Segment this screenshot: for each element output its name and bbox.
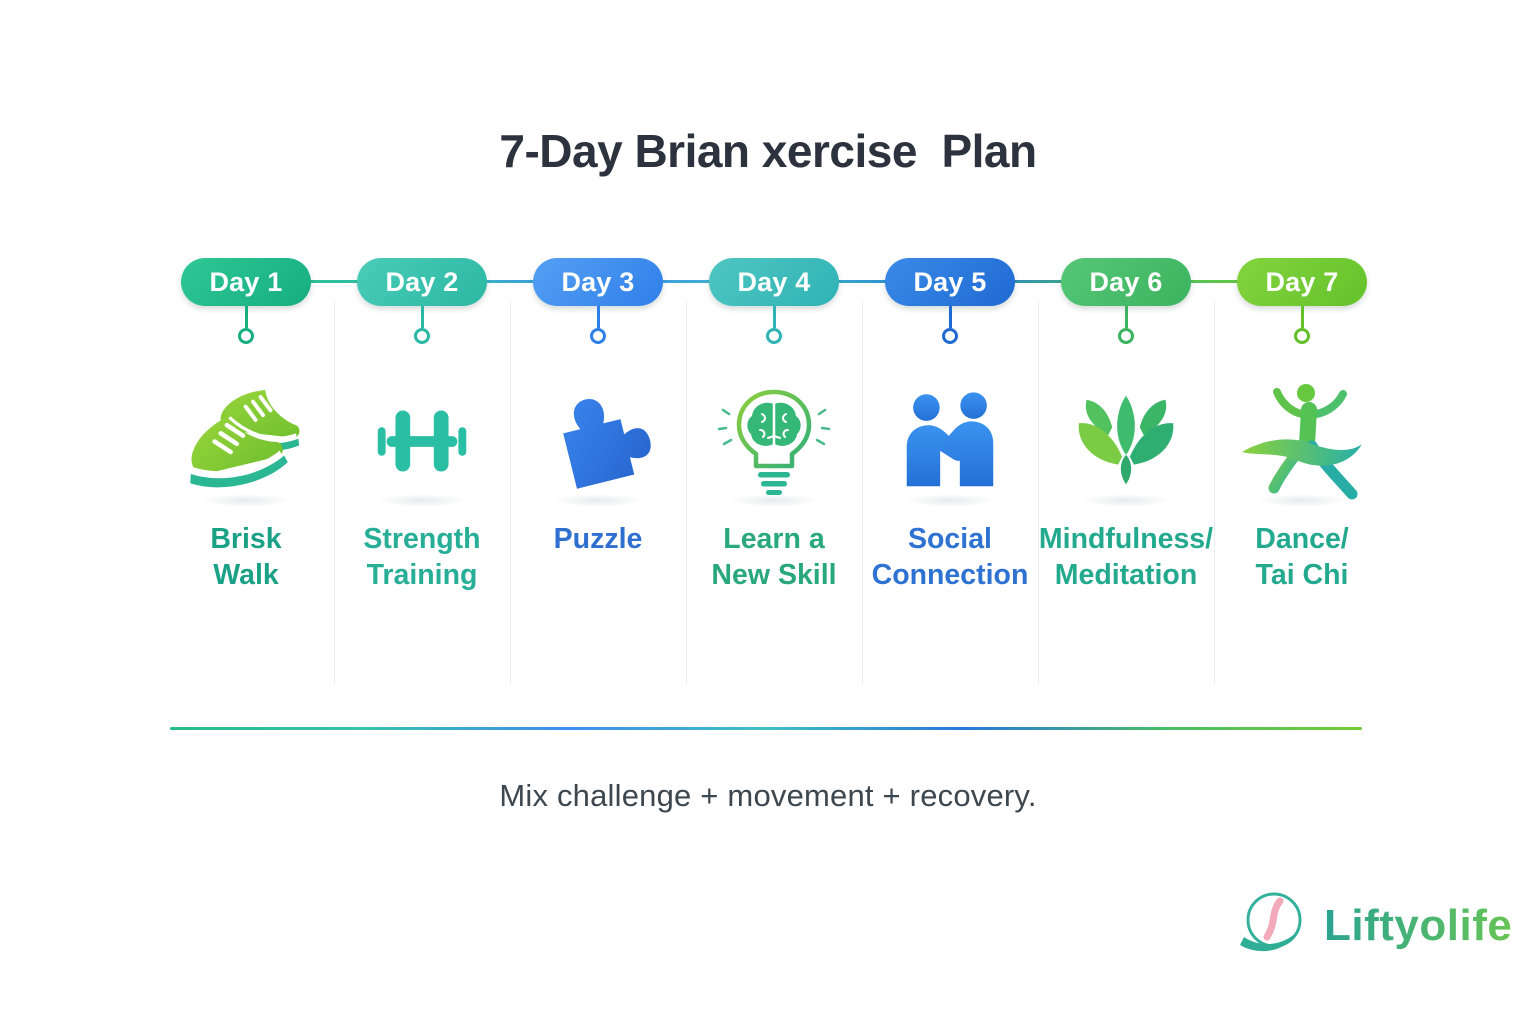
day-6-pill: Day 6: [1061, 258, 1191, 306]
timeline-node: [1118, 328, 1134, 344]
column-divider: [862, 302, 863, 685]
timeline-stem: [948, 306, 952, 328]
day-6-column: Day 6 Mindfulness/Meditation: [1038, 258, 1214, 728]
day-6-pill-label: Day 6: [1089, 266, 1163, 297]
lightbulb-brain-icon: [711, 380, 837, 502]
dancer-icon: [1239, 380, 1365, 502]
timeline-node: [766, 328, 782, 344]
caption-text: Mix challenge + movement + recovery.: [499, 778, 1037, 813]
column-divider: [510, 302, 511, 685]
timeline-stem: [420, 306, 424, 328]
brand-wordmark: Liftyolife: [1324, 900, 1513, 950]
timeline-stem: [1124, 306, 1128, 328]
sneakers-icon: [183, 380, 309, 502]
column-divider: [1038, 302, 1039, 685]
brand-logo: Liftyolife: [1238, 888, 1512, 963]
day-7-pill: Day 7: [1237, 258, 1367, 306]
timeline-stem: [1300, 306, 1304, 328]
icon-shadow: [376, 494, 468, 507]
day-4-column: Day 4: [686, 258, 862, 728]
day-3-activity-label: Puzzle: [553, 523, 643, 555]
column-divider: [1214, 302, 1215, 685]
icon-shadow: [200, 494, 292, 507]
timeline-stem: [244, 306, 248, 328]
day-3-pill-label: Day 3: [561, 266, 635, 297]
icon-shadow: [904, 494, 996, 507]
icon-shadow: [552, 494, 644, 507]
column-divider: [686, 302, 687, 685]
timeline-node: [1294, 328, 1310, 344]
social-connection-icon: [887, 380, 1013, 502]
column-divider: [334, 302, 335, 685]
day-1-pill: Day 1: [181, 258, 311, 306]
timeline-node: [590, 328, 606, 344]
day-7-pill-label: Day 7: [1265, 266, 1339, 297]
day-2-pill-label: Day 2: [385, 266, 459, 297]
lotus-icon: [1063, 380, 1189, 502]
day-3-pill: Day 3: [533, 258, 663, 306]
timeline-stem: [772, 306, 776, 328]
bottom-divider-line: [170, 727, 1362, 730]
day-6-activity-label: Mindfulness/Meditation: [1038, 523, 1214, 591]
day-4-pill-label: Day 4: [737, 266, 811, 297]
day-3-column: Day 3 Puzzle: [510, 258, 686, 728]
timeline-node: [238, 328, 254, 344]
day-5-pill: Day 5: [885, 258, 1015, 306]
dumbbell-icon: [359, 380, 485, 502]
day-2-pill: Day 2: [357, 258, 487, 306]
timeline-stem: [596, 306, 600, 328]
day-1-pill-label: Day 1: [209, 266, 283, 297]
timeline-node: [942, 328, 958, 344]
timeline: Day 1: [158, 258, 1390, 728]
puzzle-icon: [535, 380, 661, 502]
day-4-pill: Day 4: [709, 258, 839, 306]
icon-shadow: [728, 494, 820, 507]
icon-shadow: [1080, 494, 1172, 507]
icon-shadow: [1256, 494, 1348, 507]
day-1-column: Day 1: [158, 258, 334, 728]
day-7-activity-label: Dance/Tai Chi: [1255, 523, 1349, 591]
day-7-column: Day 7: [1214, 258, 1390, 728]
brand-logo-icon: [1238, 888, 1308, 963]
day-5-pill-label: Day 5: [913, 266, 987, 297]
timeline-node: [414, 328, 430, 344]
page-title: 7-Day Brian xercise Plan: [499, 125, 1037, 177]
